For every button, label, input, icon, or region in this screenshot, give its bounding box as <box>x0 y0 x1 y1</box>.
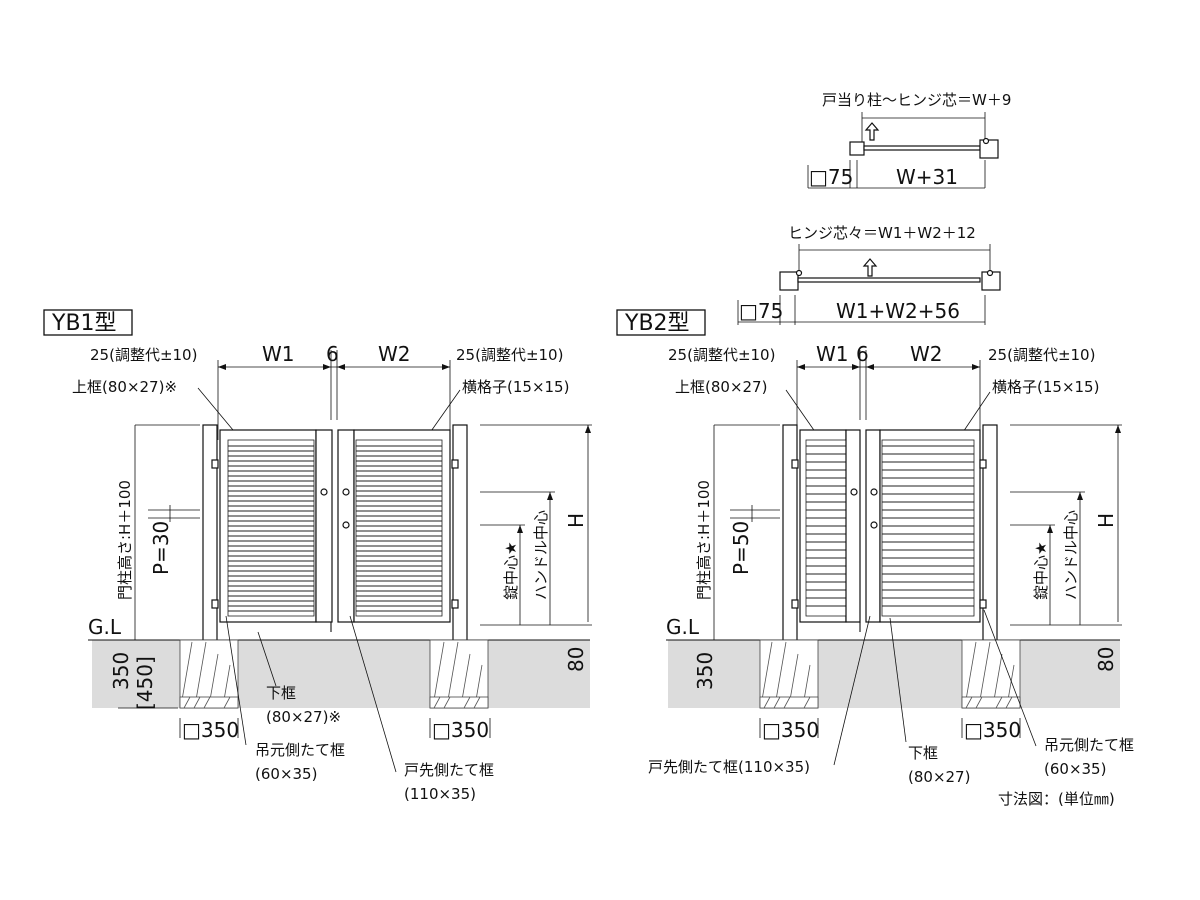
yb2-foundation-left-label: □350 <box>762 718 819 742</box>
yb1-bottom-frame-label: 下框 <box>266 684 296 702</box>
yb2-hinge-frame-label: 吊元側たて框 <box>1044 736 1134 754</box>
top-view-double-title: ヒンジ芯々＝W1＋W2＋12 <box>788 224 976 242</box>
caption-unit: 寸法図：(単位㎜) <box>998 790 1115 808</box>
yb2-model-label: YB2型 <box>624 311 690 336</box>
yb1-lock-center: 錠中心★ <box>502 542 520 600</box>
yb1-lock <box>342 521 350 529</box>
yb1-right-lattice <box>356 445 442 612</box>
yb1-latch-frame-size: (110×35) <box>404 785 476 803</box>
yb2-handle-left <box>850 488 858 496</box>
yb2-post-height: 門柱高さ:H＋100 <box>695 480 713 600</box>
yb1-gap: 6 <box>326 342 339 366</box>
yb1-depth-alt: [450] <box>133 656 157 710</box>
yb1-hinge-frame-label: 吊元側たて框 <box>255 741 345 759</box>
yb2-gap: 6 <box>856 342 869 366</box>
yb2-h: H <box>1094 513 1118 528</box>
yb2-model-box <box>616 309 706 336</box>
yb1-hinge-frame-size: (60×35) <box>255 765 317 783</box>
yb2-lattice-label: 横格子(15×15) <box>992 378 1099 396</box>
yb1-diagram: YB1型 25(調整代±10) 25(調整代±10) W1 6 W2 上框(80… <box>43 309 592 803</box>
top-view-single: 戸当り柱～ヒンジ芯＝W＋9 □75 W+31 <box>807 91 1011 189</box>
yb1-latch-frame-label: 戸先側たて框 <box>404 761 494 779</box>
yb1-model-label: YB1型 <box>51 311 117 336</box>
yb1-bottom-frame-size: (80×27)※ <box>266 708 341 726</box>
yb1-h: H <box>564 513 588 528</box>
yb1-foundation-left-label: □350 <box>182 718 239 742</box>
yb1-ground <box>92 640 590 708</box>
yb1-w2: W2 <box>378 342 411 366</box>
yb2-bottom-gap: 80 <box>1094 647 1118 672</box>
yb1-handle-left <box>320 488 328 496</box>
yb2-w1: W1 <box>816 342 849 366</box>
yb2-bottom-frame-label: 下框 <box>908 744 938 762</box>
yb1-bottom-gap: 80 <box>564 647 588 672</box>
yb1-handle-right <box>342 488 350 496</box>
yb2-p-value: P=50 <box>729 521 753 575</box>
yb1-adjust-right: 25(調整代±10) <box>456 346 563 364</box>
yb2-depth: 350 <box>693 652 717 690</box>
top-view-double-width: W1+W2+56 <box>836 299 960 323</box>
yb2-left-lattice <box>806 445 846 607</box>
yb2-handle-center: ハンドル中心 <box>1062 510 1080 600</box>
top-view-double: ヒンジ芯々＝W1＋W2＋12 □75 W1+W2+56 <box>737 224 1001 325</box>
yb1-gl-label: G.L <box>88 615 122 639</box>
top-view-single-width: W+31 <box>896 165 958 189</box>
yb1-left-lattice <box>228 445 314 612</box>
yb2-gl-label: G.L <box>666 615 700 639</box>
yb1-handle-center: ハンドル中心 <box>532 510 550 600</box>
yb2-top-frame-label: 上框(80×27) <box>675 378 767 396</box>
yb2-w2: W2 <box>910 342 943 366</box>
yb1-post-height: 門柱高さ:H＋100 <box>116 480 134 600</box>
yb2-bottom-frame-size: (80×27) <box>908 768 970 786</box>
yb2-adjust-right: 25(調整代±10) <box>988 346 1095 364</box>
yb1-top-frame-label: 上框(80×27)※ <box>72 378 177 396</box>
yb2-latch-frame-label: 戸先側たて框(110×35) <box>648 758 810 776</box>
yb2-handle-right <box>870 488 878 496</box>
top-view-single-title: 戸当り柱～ヒンジ芯＝W＋9 <box>822 91 1011 109</box>
yb1-model-box <box>43 309 133 336</box>
yb2-lock-center: 錠中心★ <box>1032 542 1050 600</box>
yb1-foundation-right-label: □350 <box>432 718 489 742</box>
yb1-depth: 350 <box>109 652 133 690</box>
yb1-w1: W1 <box>262 342 295 366</box>
yb2-hinge-frame-size: (60×35) <box>1044 760 1106 778</box>
yb2-right-lattice <box>882 445 974 607</box>
yb2-foundation-right-label: □350 <box>964 718 1021 742</box>
yb1-adjust-left: 25(調整代±10) <box>90 346 197 364</box>
yb1-p-value: P=30 <box>149 521 173 575</box>
yb1-lattice-label: 横格子(15×15) <box>462 378 569 396</box>
top-view-single-post: □75 <box>809 165 853 189</box>
yb2-diagram: YB2型 25(調整代±10) 25(調整代±10) W1 6 W2 上框(80… <box>616 309 1134 786</box>
yb2-lock <box>870 521 878 529</box>
top-view-double-post: □75 <box>739 299 783 323</box>
yb2-adjust-left: 25(調整代±10) <box>668 346 775 364</box>
